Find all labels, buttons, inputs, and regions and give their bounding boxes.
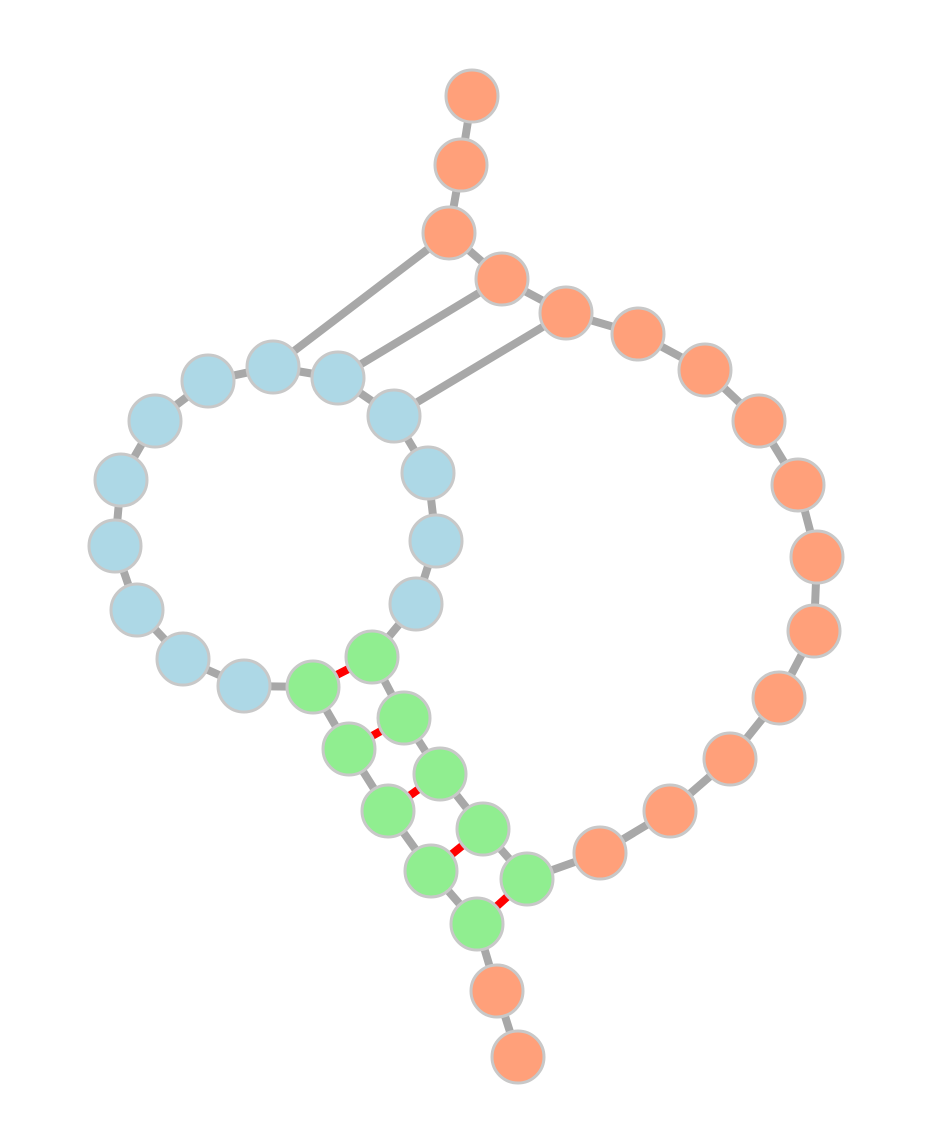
nucleotide-node-unpaired (789, 529, 845, 585)
nucleotide-node-loop (388, 576, 444, 632)
long-range-link (390, 309, 570, 420)
nucleotide-node-stem (403, 843, 459, 899)
nucleotide-node-unpaired (474, 251, 530, 307)
nucleotide-node-stem (499, 851, 555, 907)
nucleotide-node-loop (216, 658, 272, 714)
nucleotide-node-unpaired (572, 825, 628, 881)
nucleotide-node-unpaired (642, 783, 698, 839)
nucleotide-node-stem (344, 629, 400, 685)
nucleotide-node-unpaired (421, 205, 477, 261)
nucleotide-node-unpaired (702, 731, 758, 787)
nucleotide-node-loop (155, 631, 211, 687)
nucleotide-node-loop (366, 388, 422, 444)
nucleotide-node-unpaired (490, 1029, 546, 1085)
nucleotide-node-unpaired (731, 393, 787, 449)
nucleotide-node-loop (310, 350, 366, 406)
nucleotide-node-loop (109, 582, 165, 638)
nucleotide-node-unpaired (677, 342, 733, 398)
nucleotide-node-loop (245, 339, 301, 395)
nucleotide-node-stem (412, 746, 468, 802)
long-range-link (269, 229, 453, 371)
nucleotide-node-loop (127, 393, 183, 449)
nucleotide-node-unpaired (786, 603, 842, 659)
nucleotide-node-unpaired (751, 670, 807, 726)
nucleotide-node-loop (93, 452, 149, 508)
nucleotide-node-unpaired (444, 68, 500, 124)
nucleotide-node-stem (455, 801, 511, 857)
nucleotide-node-loop (87, 518, 143, 574)
nucleotide-node-loop (400, 445, 456, 501)
nucleotide-node-stem (321, 721, 377, 777)
nucleotide-node-unpaired (469, 963, 525, 1019)
nucleotide-node-stem (285, 659, 341, 715)
nucleotide-node-stem (360, 783, 416, 839)
nucleotide-node-stem (376, 690, 432, 746)
nucleotide-node-unpaired (610, 306, 666, 362)
nucleotide-node-unpaired (770, 457, 826, 513)
nucleotide-node-stem (449, 896, 505, 952)
nucleotide-node-unpaired (433, 137, 489, 193)
nucleotide-nodes-group (87, 68, 845, 1085)
nucleotide-node-loop (408, 513, 464, 569)
long-range-link (334, 275, 506, 382)
nucleotide-node-unpaired (538, 285, 594, 341)
nucleotide-node-loop (180, 353, 236, 409)
